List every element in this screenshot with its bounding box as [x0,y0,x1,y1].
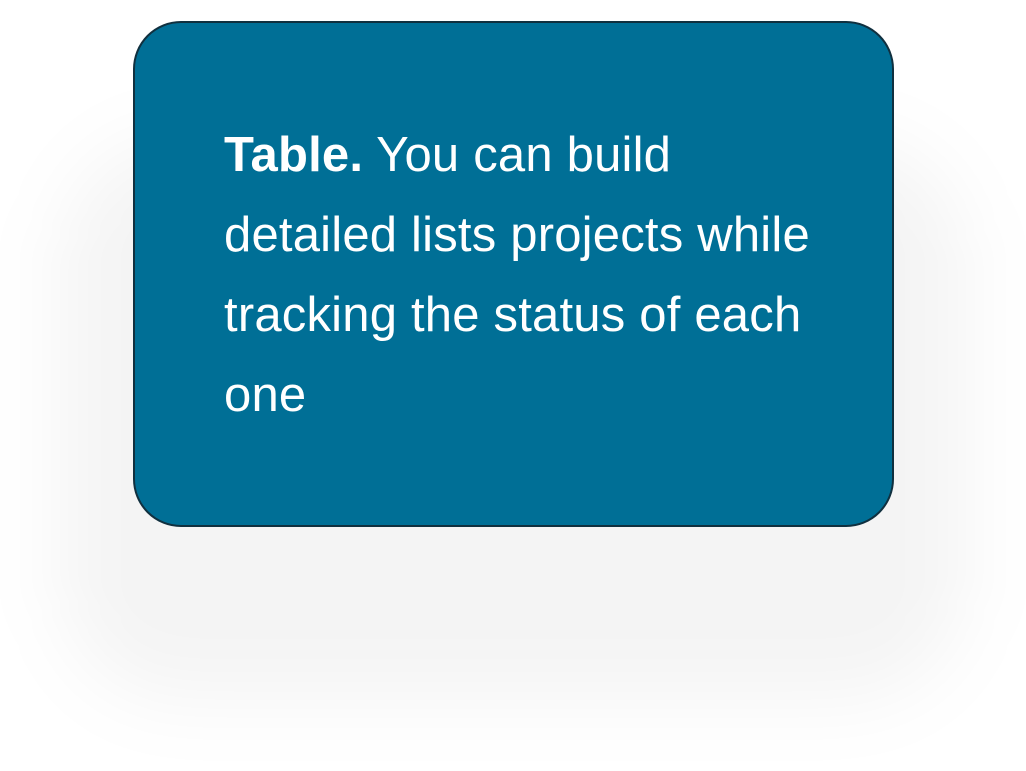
feature-description: Table. You can build detailed lists proj… [224,115,844,435]
feature-body: You can build detailed lists projects wh… [224,128,810,422]
feature-card: Table. You can build detailed lists proj… [133,21,894,527]
feature-title: Table. [224,128,364,182]
